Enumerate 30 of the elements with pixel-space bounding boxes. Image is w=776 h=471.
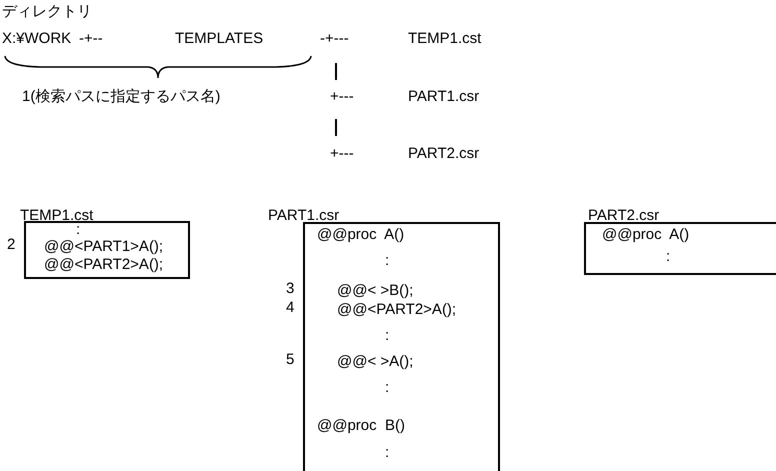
tree-text: -+---: [320, 30, 349, 48]
callout-number: 2: [7, 236, 16, 254]
code-line: :: [385, 444, 390, 462]
callout-number: 3: [286, 280, 294, 298]
tree-text: ディレクトリ: [2, 3, 92, 21]
code-line: :: [666, 248, 670, 266]
tree-text: -+--: [79, 30, 103, 48]
code-line: @@proc B(): [317, 417, 405, 435]
code-line: @@<PART2>A();: [44, 256, 164, 274]
code-line: @@< >A();: [337, 353, 414, 371]
code-line: @@proc A(): [317, 226, 404, 244]
callout-number: 4: [286, 299, 294, 317]
tree-text: TEMP1.cst: [408, 30, 482, 48]
code-line: @@< >B();: [337, 282, 414, 300]
code-line: @@<PART2>A();: [337, 301, 456, 319]
code-line: @@proc A(): [602, 226, 690, 244]
code-line: :: [385, 379, 390, 397]
code-line: @@<PART1>A();: [44, 238, 164, 256]
code-line: :: [385, 252, 390, 270]
callout-number: 5: [286, 351, 294, 369]
tree-text: X:¥WORK: [2, 30, 72, 48]
tree-text: 1(検索パスに指定するパス名): [22, 88, 220, 106]
tree-text: +---: [330, 145, 354, 163]
file-name: PART2.csr: [588, 207, 660, 225]
file-name: PART1.csr: [268, 207, 340, 225]
tree-text: PART2.csr: [408, 145, 480, 163]
code-line: :: [385, 327, 390, 345]
tree-text: +---: [330, 88, 354, 106]
tree-text: TEMPLATES: [175, 30, 264, 48]
tree-text: PART1.csr: [408, 88, 480, 106]
